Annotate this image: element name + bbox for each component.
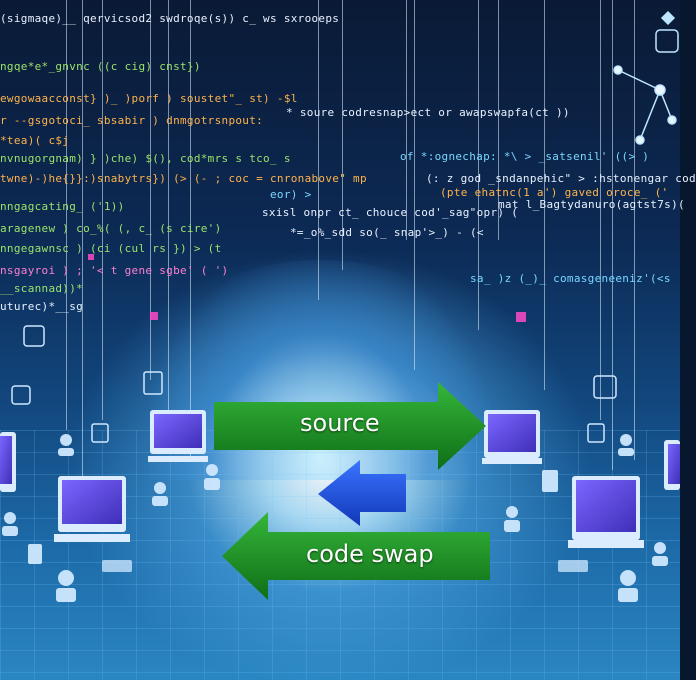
connector-line <box>406 0 407 240</box>
connector-line <box>634 0 635 460</box>
monitor-icon <box>54 476 130 542</box>
tablet-icon <box>28 544 42 564</box>
source-arrow <box>214 382 486 470</box>
code-line: (: z god _sndanpehic" > :hstonengar cod <box>426 172 696 185</box>
connector-line <box>102 0 103 420</box>
connector-line <box>342 0 343 270</box>
code-line: nngagcating_ ('1)) <box>0 200 125 213</box>
document-icon <box>91 423 109 443</box>
code-line: twne)-)he{}}:)snabytrs}) (> (- ; coc = c… <box>0 172 367 185</box>
person-icon <box>152 482 168 506</box>
person-icon <box>58 434 74 456</box>
settings-icon <box>11 385 31 405</box>
connector-line <box>414 0 415 370</box>
code-line: nvnugorgnam) } )che) $(), cod*mrs s tco_… <box>0 152 291 165</box>
code-line: * soure codresnap>ect or awapswapfa(ct )… <box>286 106 570 119</box>
code-line: uturec)*__sg <box>0 300 84 313</box>
person-icon <box>2 512 18 536</box>
connector-line <box>498 0 499 240</box>
search-icon <box>593 375 617 399</box>
devices-layer <box>0 10 680 602</box>
code-line: (pte ehatnc(1 a') gaved oroce_ (' <box>440 186 669 199</box>
code-line: nsgayroi ) ; '< t gene sgbe' ( ') <box>0 264 229 277</box>
connector-line <box>544 0 545 390</box>
person-icon <box>652 542 668 566</box>
keyboard-icon <box>558 560 588 572</box>
connector-line <box>66 0 67 430</box>
swap-arrow <box>318 460 406 526</box>
code-line: eor) > <box>270 188 312 201</box>
document-icon <box>143 371 163 395</box>
code-line: of *:ognechap: *\ > _satsenil' ((> ) <box>400 150 650 163</box>
person-icon <box>504 506 520 532</box>
source-label: source <box>300 409 380 437</box>
connector-line <box>478 0 479 330</box>
code-line: aragenew ) co_%( (, c_ (s cire') <box>0 222 222 235</box>
connector-line <box>190 0 191 460</box>
person-icon <box>618 434 634 456</box>
network-node-icon <box>613 10 679 145</box>
code-line: __scannad))* <box>0 282 84 295</box>
home-icon <box>23 325 45 347</box>
code-line: nngegawnsc ) (ci (cul rs }) > (t <box>0 242 222 255</box>
connector-line <box>82 0 83 480</box>
code-line: (sigmaqe)__ qervicsod2 swdroqe(s)) c_ ws… <box>0 12 340 25</box>
tablet-icon <box>542 470 558 492</box>
connector-line <box>168 0 169 410</box>
monitor-icon <box>664 440 680 490</box>
connector-line <box>612 0 613 470</box>
code-line: ewgowaacconst} )_ )porf ) soustet"_ st) … <box>0 92 298 105</box>
code-swap-arrow <box>222 512 490 600</box>
code-line: mat l_Bagtydanuro(agtst7s)( <box>498 198 685 211</box>
connector-line <box>318 0 319 300</box>
person-icon <box>204 464 220 490</box>
person-icon <box>56 570 76 602</box>
glow-square-icon <box>88 254 526 322</box>
code-line: *=_o%_sdd so(_ snap'>_) - (< <box>290 226 484 239</box>
connector-line <box>150 0 151 380</box>
document-icon <box>587 423 605 443</box>
person-icon <box>618 570 638 602</box>
code-line: *tea)( c$j <box>0 134 70 147</box>
code-line: sxisl onpr ct_ chouce cod'_sag"opr) ( <box>262 206 519 219</box>
code-line: r --gsgotoci_ sbsabir ) dnmgotrsnpout: <box>0 114 264 127</box>
code-line: sa_ )z (_)_ comasgeneeniz'(<s <box>470 272 671 285</box>
connector-line <box>600 0 601 420</box>
code-swap-label: code swap <box>306 540 434 568</box>
monitor-icon <box>0 432 16 492</box>
code-line: ngqe*e*_gnvnc ((c cig) cnst}) <box>0 60 201 73</box>
monitor-icon <box>568 476 644 548</box>
keyboard-icon <box>102 560 132 572</box>
monitor-icon <box>482 410 542 464</box>
monitor-icon <box>148 410 208 462</box>
